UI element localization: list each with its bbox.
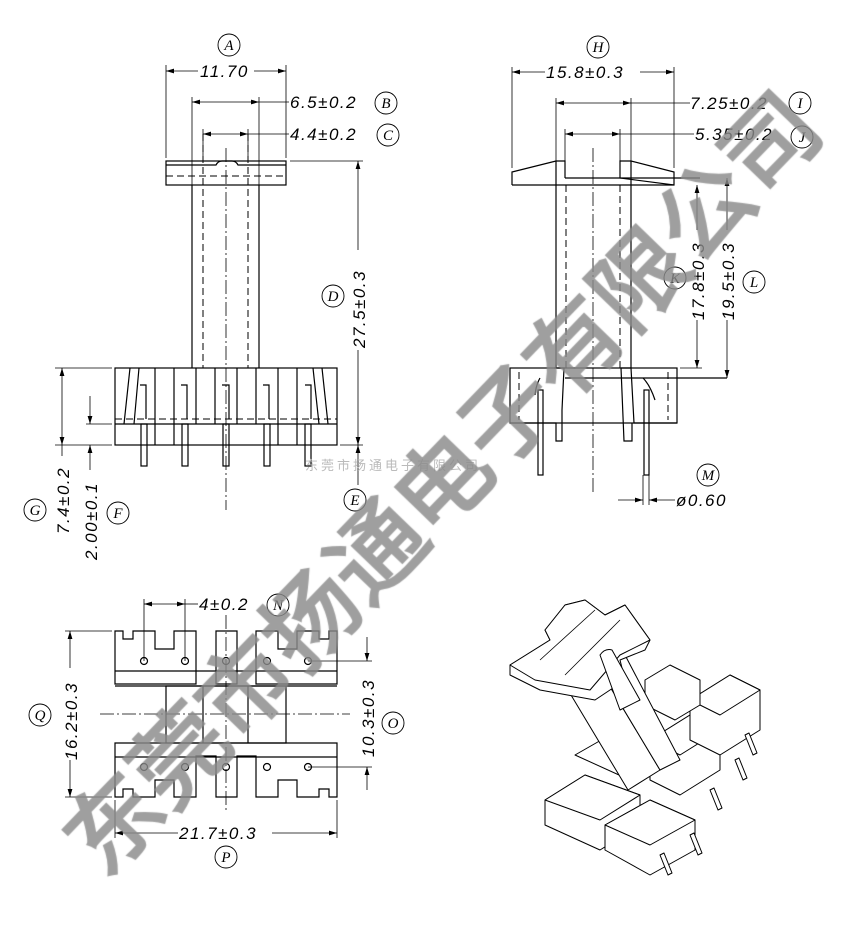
dim-l-label: L bbox=[749, 275, 758, 291]
dim-g-value: 7.4±0.2 bbox=[54, 467, 73, 534]
dim-k-value: 17.8±0.3 bbox=[689, 242, 708, 320]
dim-i-value: 7.25±0.2 bbox=[690, 94, 768, 113]
side-view: 15.8±0.3 H 7.25±0.2 I 5.35±0.2 J 17.8±0.… bbox=[509, 35, 814, 510]
dim-j-value: 5.35±0.2 bbox=[695, 125, 773, 144]
dim-c-label: C bbox=[383, 128, 394, 144]
dim-q-value: 16.2±0.3 bbox=[62, 682, 81, 760]
side-pin bbox=[537, 389, 544, 476]
dim-l-value: 19.5±0.3 bbox=[719, 242, 738, 320]
dim-f-value: 2.00±0.1 bbox=[82, 482, 101, 561]
dim-n-label: N bbox=[272, 598, 284, 614]
dim-b-value: 6.5±0.2 bbox=[290, 93, 357, 112]
dim-j-label: J bbox=[799, 130, 807, 146]
dim-h-value: 15.8±0.3 bbox=[546, 63, 624, 82]
dim-p-value: 21.7±0.3 bbox=[178, 824, 257, 843]
dim-i-label: I bbox=[797, 96, 804, 112]
dim-f-label: F bbox=[112, 506, 123, 522]
dim-m-value: ø0.60 bbox=[676, 491, 727, 510]
dim-k-label: K bbox=[669, 271, 681, 287]
dim-c-value: 4.4±0.2 bbox=[290, 125, 357, 144]
dim-a-label: A bbox=[223, 38, 234, 54]
isometric-view bbox=[509, 599, 761, 876]
dim-g-label: G bbox=[30, 503, 41, 519]
dim-a-value: 11.70 bbox=[200, 62, 249, 81]
dim-m-label: M bbox=[701, 468, 716, 484]
dim-d-value: 27.5±0.3 bbox=[350, 270, 369, 349]
watermark-small: 东莞市扬通电子有限公司 bbox=[305, 458, 481, 474]
dim-q-label: Q bbox=[35, 708, 46, 724]
bottom-view: 4±0.2 N 16.2±0.3 Q 10.3±0.3 O 21.7±0.3 P bbox=[28, 593, 405, 869]
dim-p-label: P bbox=[220, 850, 230, 866]
front-view: 11.70 A 6.5±0.2 B 4.4±0.2 C 27.5±0.3 D E… bbox=[23, 33, 400, 561]
side-pin bbox=[643, 389, 650, 476]
dim-e-label: E bbox=[349, 493, 359, 509]
dim-d-label: D bbox=[327, 289, 339, 305]
dim-n-value: 4±0.2 bbox=[199, 595, 249, 614]
dim-b-label: B bbox=[381, 96, 390, 112]
side-base bbox=[509, 367, 678, 424]
dim-o-value: 10.3±0.3 bbox=[359, 679, 378, 757]
dim-o-label: O bbox=[388, 716, 399, 732]
dim-h-label: H bbox=[592, 40, 605, 56]
